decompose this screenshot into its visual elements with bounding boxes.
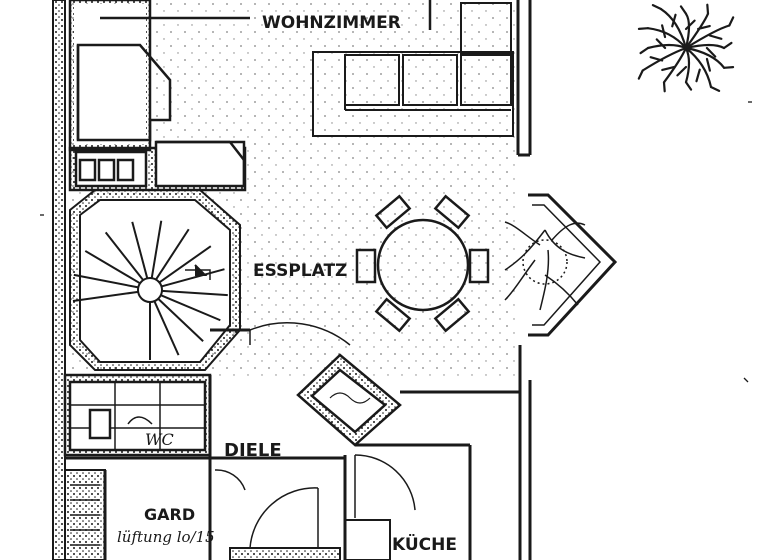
tree-branch	[641, 46, 688, 72]
sofa	[312, 2, 514, 137]
stair-tread	[104, 231, 144, 281]
stair-tread	[73, 273, 139, 289]
room-label-gard: GARD	[144, 505, 195, 524]
stair-tread	[158, 245, 212, 284]
tree-twig	[705, 57, 735, 72]
stair-tread	[161, 289, 228, 297]
stair-tread	[155, 228, 190, 281]
tree-twig	[705, 41, 733, 58]
tree-twig	[637, 56, 664, 80]
tree-branch	[646, 27, 688, 50]
tree-branch	[684, 46, 713, 89]
room-label-kueche: KÜCHE	[392, 533, 457, 555]
interior-walls	[64, 328, 520, 560]
room-label-diele: DIELE	[224, 440, 282, 461]
tree-branch	[684, 43, 726, 50]
room-label-wc: WC	[145, 430, 174, 449]
tree-twig	[679, 5, 696, 31]
tree-twig	[651, 4, 677, 28]
room-label-wohnzimmer: WOHNZIMMER	[262, 13, 401, 33]
fireplace	[68, 0, 247, 192]
dining-table	[355, 194, 490, 333]
tree-twig	[661, 65, 675, 93]
ventilation-note: lüftung lo/15	[117, 528, 215, 546]
bay-window	[528, 193, 618, 337]
tree-twig	[637, 24, 667, 39]
tree-branch	[659, 7, 688, 50]
exterior-walls	[52, 0, 532, 560]
tree-branch	[684, 46, 691, 84]
door-swings	[214, 322, 416, 549]
tree-twig	[676, 65, 693, 91]
tree-branch	[646, 43, 688, 50]
stair-tread	[157, 298, 204, 342]
tree-branch	[684, 24, 731, 50]
wc-room	[63, 373, 212, 457]
planter	[296, 353, 402, 447]
pencil-marks	[40, 101, 752, 383]
tree-symbol	[637, 3, 735, 93]
stair-tread	[160, 294, 221, 322]
stair-tread	[72, 290, 139, 302]
tree-twig	[695, 68, 721, 92]
stair-tread	[84, 250, 141, 285]
tree-branch	[662, 46, 688, 84]
top-wall	[100, 0, 432, 30]
stair-tread	[131, 221, 149, 279]
tree-branch	[684, 46, 726, 69]
stair-tread	[150, 220, 163, 279]
spiral-staircase	[69, 189, 241, 371]
stair-tread	[153, 300, 180, 356]
room-label-essplatz: ESSPLATZ	[253, 261, 347, 281]
tree-twig	[639, 38, 667, 55]
tree-twig	[697, 3, 711, 31]
tree-branch	[684, 12, 710, 50]
stair-tread	[161, 268, 225, 288]
tree-twig	[708, 16, 735, 40]
